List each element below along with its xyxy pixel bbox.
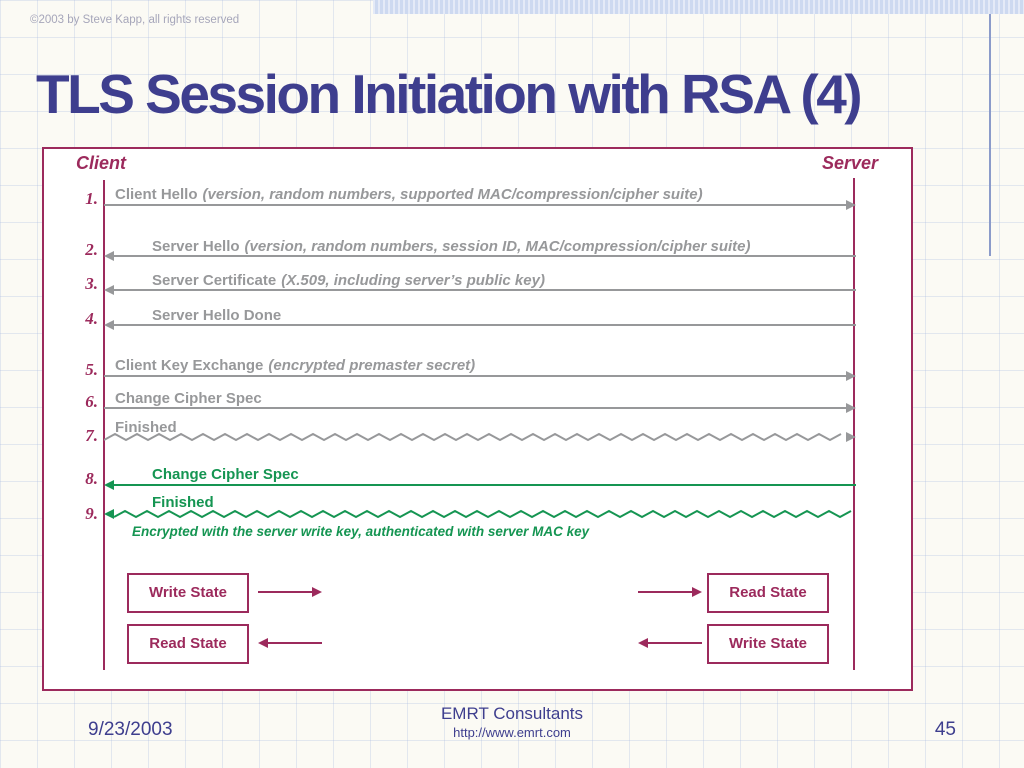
footer-page-number: 45 [934,719,956,740]
footer-date: 9/23/2003 [88,719,173,740]
decorative-top-band [373,0,1024,14]
message-detail: (version, random numbers, supported MAC/… [202,186,703,203]
message-detail: (X.509, including server’s public key) [281,272,545,289]
state-arrow-line [258,591,312,593]
arrow-right-icon [312,587,322,597]
message-arrow-line-6 [104,407,846,409]
client-lifeline [103,180,105,670]
message-name: Server Hello Done [152,307,282,324]
decorative-accent-line [989,14,991,256]
message-label-7: Finished [115,419,177,436]
copyright-notice: ©2003 by Steve Kapp, all rights reserved [30,14,240,26]
message-arrow-line-8 [114,484,856,486]
message-name: Change Cipher Spec [152,466,299,483]
step-number-3: 3. [85,274,98,293]
step-number-2: 2. [85,240,98,259]
client-actor-label: Client [76,153,127,173]
state-arrow-line [268,642,322,644]
message-arrow-line-5 [104,375,846,377]
message-label-5: Client Key Exchange(encrypted premaster … [115,357,475,374]
step-number-6: 6. [85,392,98,411]
message-name: Client Hello [115,186,198,203]
message-name: Change Cipher Spec [115,390,262,407]
message-label-1: Client Hello(version, random numbers, su… [115,186,703,203]
footer-url: http://www.emrt.com [453,725,571,740]
message-name: Finished [152,494,214,511]
arrow-right-icon [846,403,856,413]
arrow-left-icon [258,638,268,648]
message-arrow-line-4 [114,324,856,326]
message-label-3: Server Certificate(X.509, including serv… [152,272,545,289]
arrow-left-icon [104,251,114,261]
message-arrow-line-1 [104,204,846,206]
client-write-state-box: Write State [127,573,249,613]
message-detail: (version, random numbers, session ID, MA… [244,238,751,255]
arrow-right-icon [846,371,856,381]
message-label-6: Change Cipher Spec [115,390,262,407]
state-arrow-line [638,591,692,593]
arrow-right-icon [692,587,702,597]
message-label-8: Change Cipher Spec [152,466,299,483]
message-name: Finished [115,419,177,436]
zigzag-encrypted-line-9 [114,509,852,519]
message-detail: (encrypted premaster secret) [268,357,476,374]
state-arrow-line [648,642,702,644]
message-name: Server Hello [152,238,240,255]
zigzag-encrypted-line-7 [104,432,842,442]
client-read-state-box: Read State [127,624,249,664]
message-arrow-line-2 [114,255,856,257]
message-label-9: Finished [152,494,214,511]
arrow-left-icon [104,320,114,330]
step-number-5: 5. [85,360,98,379]
arrow-left-icon [638,638,648,648]
server-read-state-box: Read State [707,573,829,613]
arrow-left-icon [104,480,114,490]
message-label-4: Server Hello Done [152,307,281,324]
server-write-state-box: Write State [707,624,829,664]
page-title: TLS Session Initiation with RSA (4) [36,63,863,125]
message-name: Server Certificate [152,272,277,289]
arrow-left-icon [104,285,114,295]
arrow-right-icon [846,200,856,210]
message-arrow-line-3 [114,289,856,291]
footer-company: EMRT Consultants [440,704,584,723]
message-name: Client Key Exchange [115,357,264,374]
arrow-left-icon [104,509,114,519]
server-lifeline [853,178,855,670]
arrow-right-icon [846,432,856,442]
message-label-2: Server Hello(version, random numbers, se… [152,238,751,255]
step-number-4: 4. [85,309,98,328]
step-number-7: 7. [85,426,98,445]
step-number-1: 1. [85,189,98,208]
step-number-9: 9. [85,504,98,523]
server-actor-label: Server [822,153,879,173]
encryption-caption: Encrypted with the server write key, aut… [132,524,590,539]
step-number-8: 8. [85,469,98,488]
